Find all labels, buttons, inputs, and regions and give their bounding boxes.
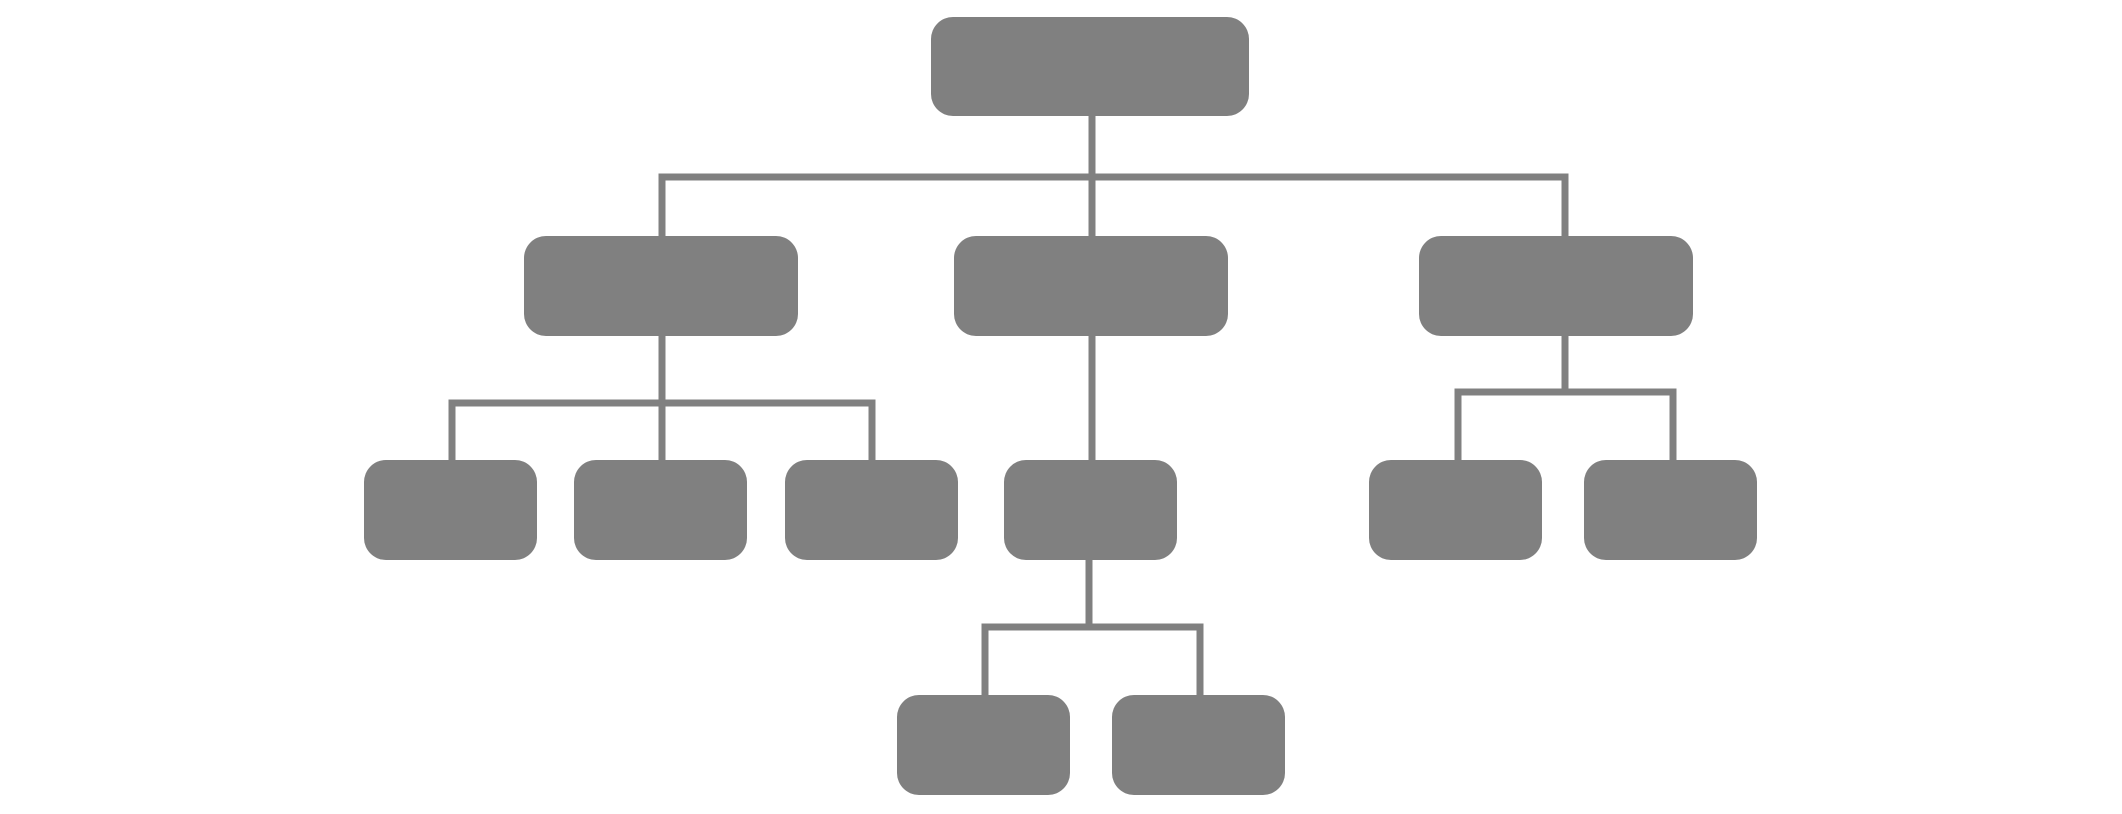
node-leaf-bottom-1 <box>897 695 1070 795</box>
node-root <box>931 17 1249 116</box>
node-box <box>1419 236 1693 336</box>
connector-root-children <box>658 112 1569 240</box>
node-layer <box>364 17 1757 795</box>
node-leaf-right-2 <box>1584 460 1757 560</box>
node-box <box>574 460 747 560</box>
node-box <box>1369 460 1542 560</box>
node-leaf-left-3 <box>785 460 958 560</box>
node-branch-left <box>524 236 798 336</box>
node-box <box>931 17 1249 116</box>
node-branch-center <box>954 236 1228 336</box>
node-box <box>364 460 537 560</box>
connector-branch-right-children <box>1454 332 1677 464</box>
node-leaf-bottom-2 <box>1112 695 1285 795</box>
node-box <box>1112 695 1285 795</box>
node-box <box>1584 460 1757 560</box>
node-branch-right <box>1419 236 1693 336</box>
node-leaf-left-1 <box>364 460 537 560</box>
node-box <box>954 236 1228 336</box>
node-box <box>897 695 1070 795</box>
connector-layer <box>448 112 1677 699</box>
node-box <box>785 460 958 560</box>
node-leaf-right-1 <box>1369 460 1542 560</box>
node-leaf-left-2 <box>574 460 747 560</box>
connector-branch-left-children <box>448 332 876 464</box>
connector-leaf-center-children <box>981 556 1204 699</box>
node-box <box>524 236 798 336</box>
node-leaf-center-1 <box>1004 460 1177 560</box>
node-box <box>1004 460 1177 560</box>
